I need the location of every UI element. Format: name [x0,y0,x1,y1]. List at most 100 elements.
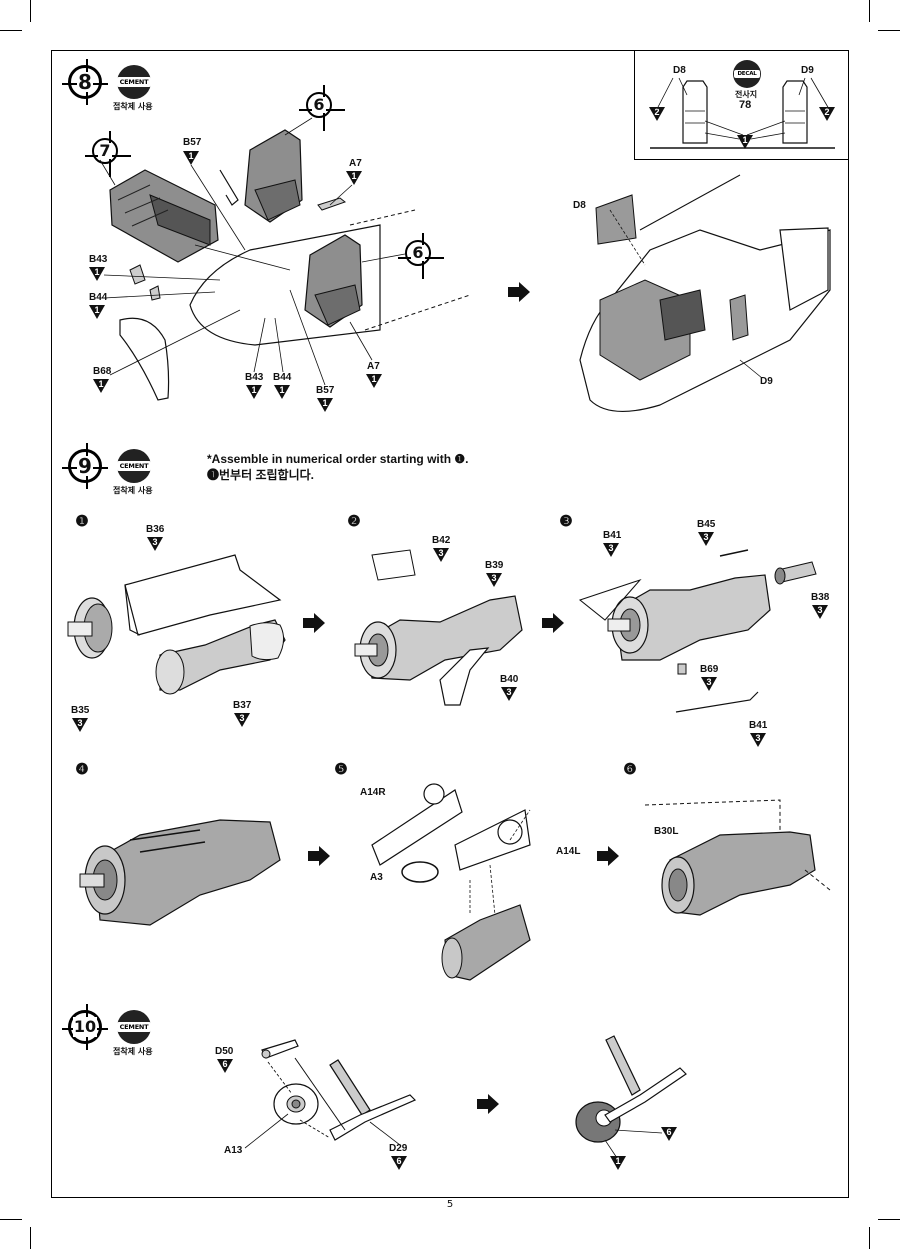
part-label-b39: B39 [485,560,504,571]
part-label-b44: B44 [273,372,292,383]
part-label-d50: D50 [215,1046,234,1057]
qty-marker: 3 [812,605,828,619]
arrow-right-icon [477,1094,499,1114]
qty-marker: 6 [661,1127,677,1141]
sub-step-1: ❶ [75,513,89,530]
qty-marker: 1 [317,398,333,412]
cement-note: 접착제 사용 [113,486,153,495]
qty-marker: 1 [89,305,105,319]
part-label-a7: A7 [349,158,362,169]
qty-marker: 1 [183,151,199,165]
part-label-b43: B43 [245,372,264,383]
qty-marker: 1 [346,171,362,185]
decal-right-id: D9 [801,65,814,76]
part-label-b42: B42 [432,535,451,546]
part-label-b45: B45 [697,519,716,530]
part-label-d29: D29 [389,1143,408,1154]
qty-marker: 1 [737,135,753,149]
cement-icon: CEMENT [116,1010,152,1044]
assembly-order-note: *Assemble in numerical order starting wi… [207,451,469,483]
part-label-b38: B38 [811,592,830,603]
qty-marker: 3 [603,543,619,557]
part-label-a7: A7 [367,361,380,372]
step-8-badge: 8 [62,59,108,105]
qty-marker: 1 [246,385,262,399]
part-label-a14r: A14R [360,787,386,798]
qty-marker: 2 [819,107,835,121]
part-label-a13: A13 [224,1145,243,1156]
part-label-b57: B57 [316,385,335,396]
sub-step-4: ❹ [75,761,89,778]
qty-marker: 3 [701,677,717,691]
qty-marker: 3 [750,733,766,747]
part-label-b41: B41 [749,720,768,731]
qty-marker: 1 [366,374,382,388]
crop-mark [0,30,22,31]
sub-step-3: ❸ [559,513,573,530]
part-label-d8: D8 [573,200,586,211]
part-label-d9: D9 [760,376,773,387]
cement-note: 접착제 사용 [113,102,153,111]
part-label-b36: B36 [146,524,165,535]
cement-icon: CEMENT [116,449,152,483]
assembly-note-ko: ❶번부터 조립합니다. [207,468,314,482]
qty-marker: 3 [72,718,88,732]
part-label-b69: B69 [700,664,719,675]
step-9-badge: 9 [62,443,108,489]
step-10-badge: 10 [62,1004,108,1050]
decal-note: 전사지 [735,90,758,99]
qty-marker: 1 [93,379,109,393]
crop-mark [878,30,900,31]
part-7-callout: 7 [85,131,131,177]
qty-marker: 3 [147,537,163,551]
sub-step-2: ❷ [347,513,361,530]
decal-callout: D8 D9 DECAL 전사지 78 2 2 1 [634,50,849,160]
part-label-b57: B57 [183,137,202,148]
part-6-callout: 6 [299,85,345,131]
arrow-right-icon [303,613,325,633]
part-label-b41: B41 [603,530,622,541]
part-label-b37: B37 [233,700,252,711]
sub-step-5: ❺ [334,761,348,778]
qty-marker: 3 [234,713,250,727]
step-9-engine-drawings [67,549,831,981]
cement-note: 접착제 사용 [113,1047,153,1056]
qty-marker: 3 [486,573,502,587]
qty-marker: 6 [217,1059,233,1073]
qty-marker: 6 [391,1156,407,1170]
decal-icon: DECAL [733,60,761,88]
step-10-landing-gear-drawing [244,1035,687,1159]
page-frame [51,50,849,1198]
part-label-b68: B68 [93,366,112,377]
crop-mark [878,1219,900,1220]
qty-marker: 3 [698,532,714,546]
part-label-a14l: A14L [556,846,581,857]
step-8-cockpit-drawing [99,117,831,413]
part-label-b35: B35 [71,705,90,716]
qty-marker: 1 [610,1156,626,1170]
part-label-b43: B43 [89,254,108,265]
qty-marker: 3 [433,548,449,562]
crop-mark [869,1227,870,1249]
sub-step-6: ❻ [623,761,637,778]
page-number: 5 [446,1199,454,1210]
qty-marker: 2 [649,107,665,121]
cement-icon: CEMENT [116,65,152,99]
crop-mark [0,1219,22,1220]
arrow-right-icon [542,613,564,633]
crop-mark [869,0,870,22]
crop-mark [30,0,31,22]
part-label-a3: A3 [370,872,383,883]
part-label-b44: B44 [89,292,108,303]
crop-mark [30,1227,31,1249]
assembly-note-en: *Assemble in numerical order starting wi… [207,452,469,466]
qty-marker: 1 [274,385,290,399]
part-6-callout: 6 [398,233,444,279]
qty-marker: 3 [501,687,517,701]
decal-seat-drawings [650,77,835,149]
arrow-right-icon [308,846,330,866]
decal-left-id: D8 [673,65,686,76]
decal-sheet-number: 78 [739,99,752,111]
part-label-b40: B40 [500,674,519,685]
arrow-right-icon [597,846,619,866]
